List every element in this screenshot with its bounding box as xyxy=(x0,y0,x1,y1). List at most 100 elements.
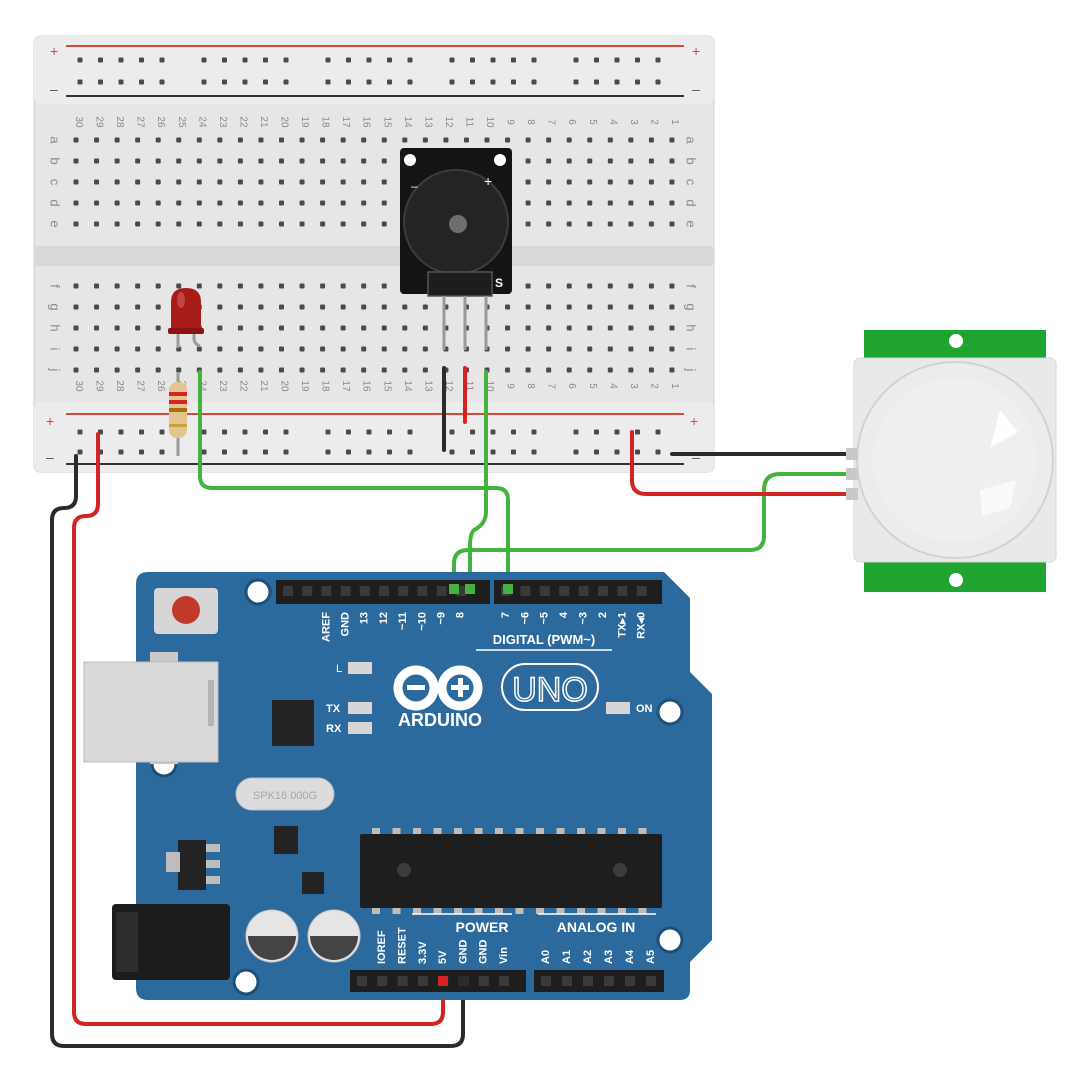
breadboard-hole[interactable] xyxy=(279,325,284,331)
rail-hole[interactable] xyxy=(242,79,248,85)
breadboard-hole[interactable] xyxy=(525,283,531,289)
breadboard-hole[interactable] xyxy=(279,367,284,373)
rail-hole[interactable] xyxy=(283,449,289,455)
breadboard-hole[interactable] xyxy=(279,283,284,289)
breadboard-hole[interactable] xyxy=(381,137,387,143)
breadboard-hole[interactable] xyxy=(73,325,79,331)
breadboard-hole[interactable] xyxy=(587,367,593,373)
breadboard-hole[interactable] xyxy=(525,367,531,373)
breadboard-hole[interactable] xyxy=(135,346,141,352)
rail-hole[interactable] xyxy=(325,79,331,85)
breadboard-hole[interactable] xyxy=(566,158,572,164)
breadboard-hole[interactable] xyxy=(176,221,182,227)
breadboard-hole[interactable] xyxy=(217,325,223,331)
breadboard-hole[interactable] xyxy=(648,158,654,164)
breadboard-hole[interactable] xyxy=(607,221,613,227)
rail-hole[interactable] xyxy=(366,429,372,435)
breadboard-hole[interactable] xyxy=(279,158,284,164)
breadboard-hole[interactable] xyxy=(176,137,182,143)
breadboard-hole[interactable] xyxy=(628,304,634,310)
rail-hole[interactable] xyxy=(470,79,475,85)
header-socket[interactable] xyxy=(359,586,370,596)
breadboard-hole[interactable] xyxy=(628,346,634,352)
breadboard-hole[interactable] xyxy=(381,179,387,185)
breadboard-hole[interactable] xyxy=(258,200,264,206)
rail-hole[interactable] xyxy=(573,79,579,85)
rail-hole[interactable] xyxy=(139,449,144,455)
rail-hole[interactable] xyxy=(449,449,455,455)
rail-hole[interactable] xyxy=(242,449,248,455)
breadboard-hole[interactable] xyxy=(196,283,202,289)
breadboard-hole[interactable] xyxy=(155,179,161,185)
header-socket[interactable] xyxy=(455,586,466,596)
breadboard-hole[interactable] xyxy=(443,137,449,143)
rail-hole[interactable] xyxy=(635,429,640,435)
header-socket[interactable] xyxy=(539,586,550,596)
rail-hole[interactable] xyxy=(511,79,516,85)
breadboard-hole[interactable] xyxy=(422,325,428,331)
breadboard-hole[interactable] xyxy=(176,367,182,373)
breadboard-hole[interactable] xyxy=(546,346,552,352)
breadboard-hole[interactable] xyxy=(237,137,243,143)
header-socket[interactable] xyxy=(562,976,572,986)
rail-hole[interactable] xyxy=(490,79,496,85)
breadboard-hole[interactable] xyxy=(648,367,654,373)
breadboard-hole[interactable] xyxy=(217,346,223,352)
header-socket[interactable] xyxy=(340,586,351,596)
breadboard-hole[interactable] xyxy=(525,179,531,185)
breadboard-hole[interactable] xyxy=(73,158,79,164)
breadboard-hole[interactable] xyxy=(135,200,141,206)
rail-hole[interactable] xyxy=(449,429,455,435)
breadboard-hole[interactable] xyxy=(566,367,572,373)
wire-buzzer-signal-green[interactable] xyxy=(468,370,488,590)
breadboard-hole[interactable] xyxy=(607,304,613,310)
breadboard-hole[interactable] xyxy=(669,304,675,310)
breadboard-hole[interactable] xyxy=(546,283,552,289)
breadboard-hole[interactable] xyxy=(258,158,264,164)
breadboard-hole[interactable] xyxy=(340,221,346,227)
breadboard-hole[interactable] xyxy=(237,346,243,352)
breadboard-hole[interactable] xyxy=(279,221,284,227)
breadboard-hole[interactable] xyxy=(422,367,428,373)
buzzer-module[interactable]: – + S xyxy=(400,148,512,350)
breadboard-hole[interactable] xyxy=(279,304,284,310)
breadboard-hole[interactable] xyxy=(361,304,367,310)
breadboard-hole[interactable] xyxy=(258,346,264,352)
breadboard-hole[interactable] xyxy=(73,367,79,373)
breadboard-hole[interactable] xyxy=(361,283,367,289)
rail-hole[interactable] xyxy=(655,57,661,63)
breadboard-hole[interactable] xyxy=(94,158,100,164)
breadboard-hole[interactable] xyxy=(135,137,141,143)
breadboard-hole[interactable] xyxy=(505,367,511,373)
breadboard-hole[interactable] xyxy=(340,137,346,143)
header-socket[interactable] xyxy=(520,586,531,596)
breadboard-hole[interactable] xyxy=(566,304,572,310)
breadboard-hole[interactable] xyxy=(607,346,613,352)
rail-hole[interactable] xyxy=(159,429,165,435)
rail-hole[interactable] xyxy=(635,79,640,85)
breadboard-hole[interactable] xyxy=(340,346,346,352)
header-socket[interactable] xyxy=(583,976,593,986)
breadboard-hole[interactable] xyxy=(73,283,79,289)
rail-hole[interactable] xyxy=(594,429,599,435)
rail-hole[interactable] xyxy=(573,449,579,455)
breadboard-hole[interactable] xyxy=(525,137,531,143)
rail-hole[interactable] xyxy=(346,57,351,63)
rail-hole[interactable] xyxy=(614,449,620,455)
breadboard-hole[interactable] xyxy=(299,346,305,352)
breadboard-hole[interactable] xyxy=(94,200,100,206)
rail-hole[interactable] xyxy=(407,449,413,455)
breadboard-hole[interactable] xyxy=(258,137,264,143)
rail-hole[interactable] xyxy=(159,449,165,455)
breadboard-hole[interactable] xyxy=(217,179,223,185)
rail-hole[interactable] xyxy=(470,57,475,63)
rail-hole[interactable] xyxy=(511,449,516,455)
breadboard-hole[interactable] xyxy=(217,367,223,373)
breadboard-hole[interactable] xyxy=(196,137,202,143)
rail-hole[interactable] xyxy=(449,57,455,63)
rail-hole[interactable] xyxy=(573,57,579,63)
breadboard-hole[interactable] xyxy=(258,367,264,373)
breadboard-hole[interactable] xyxy=(135,221,141,227)
rail-hole[interactable] xyxy=(222,57,227,63)
